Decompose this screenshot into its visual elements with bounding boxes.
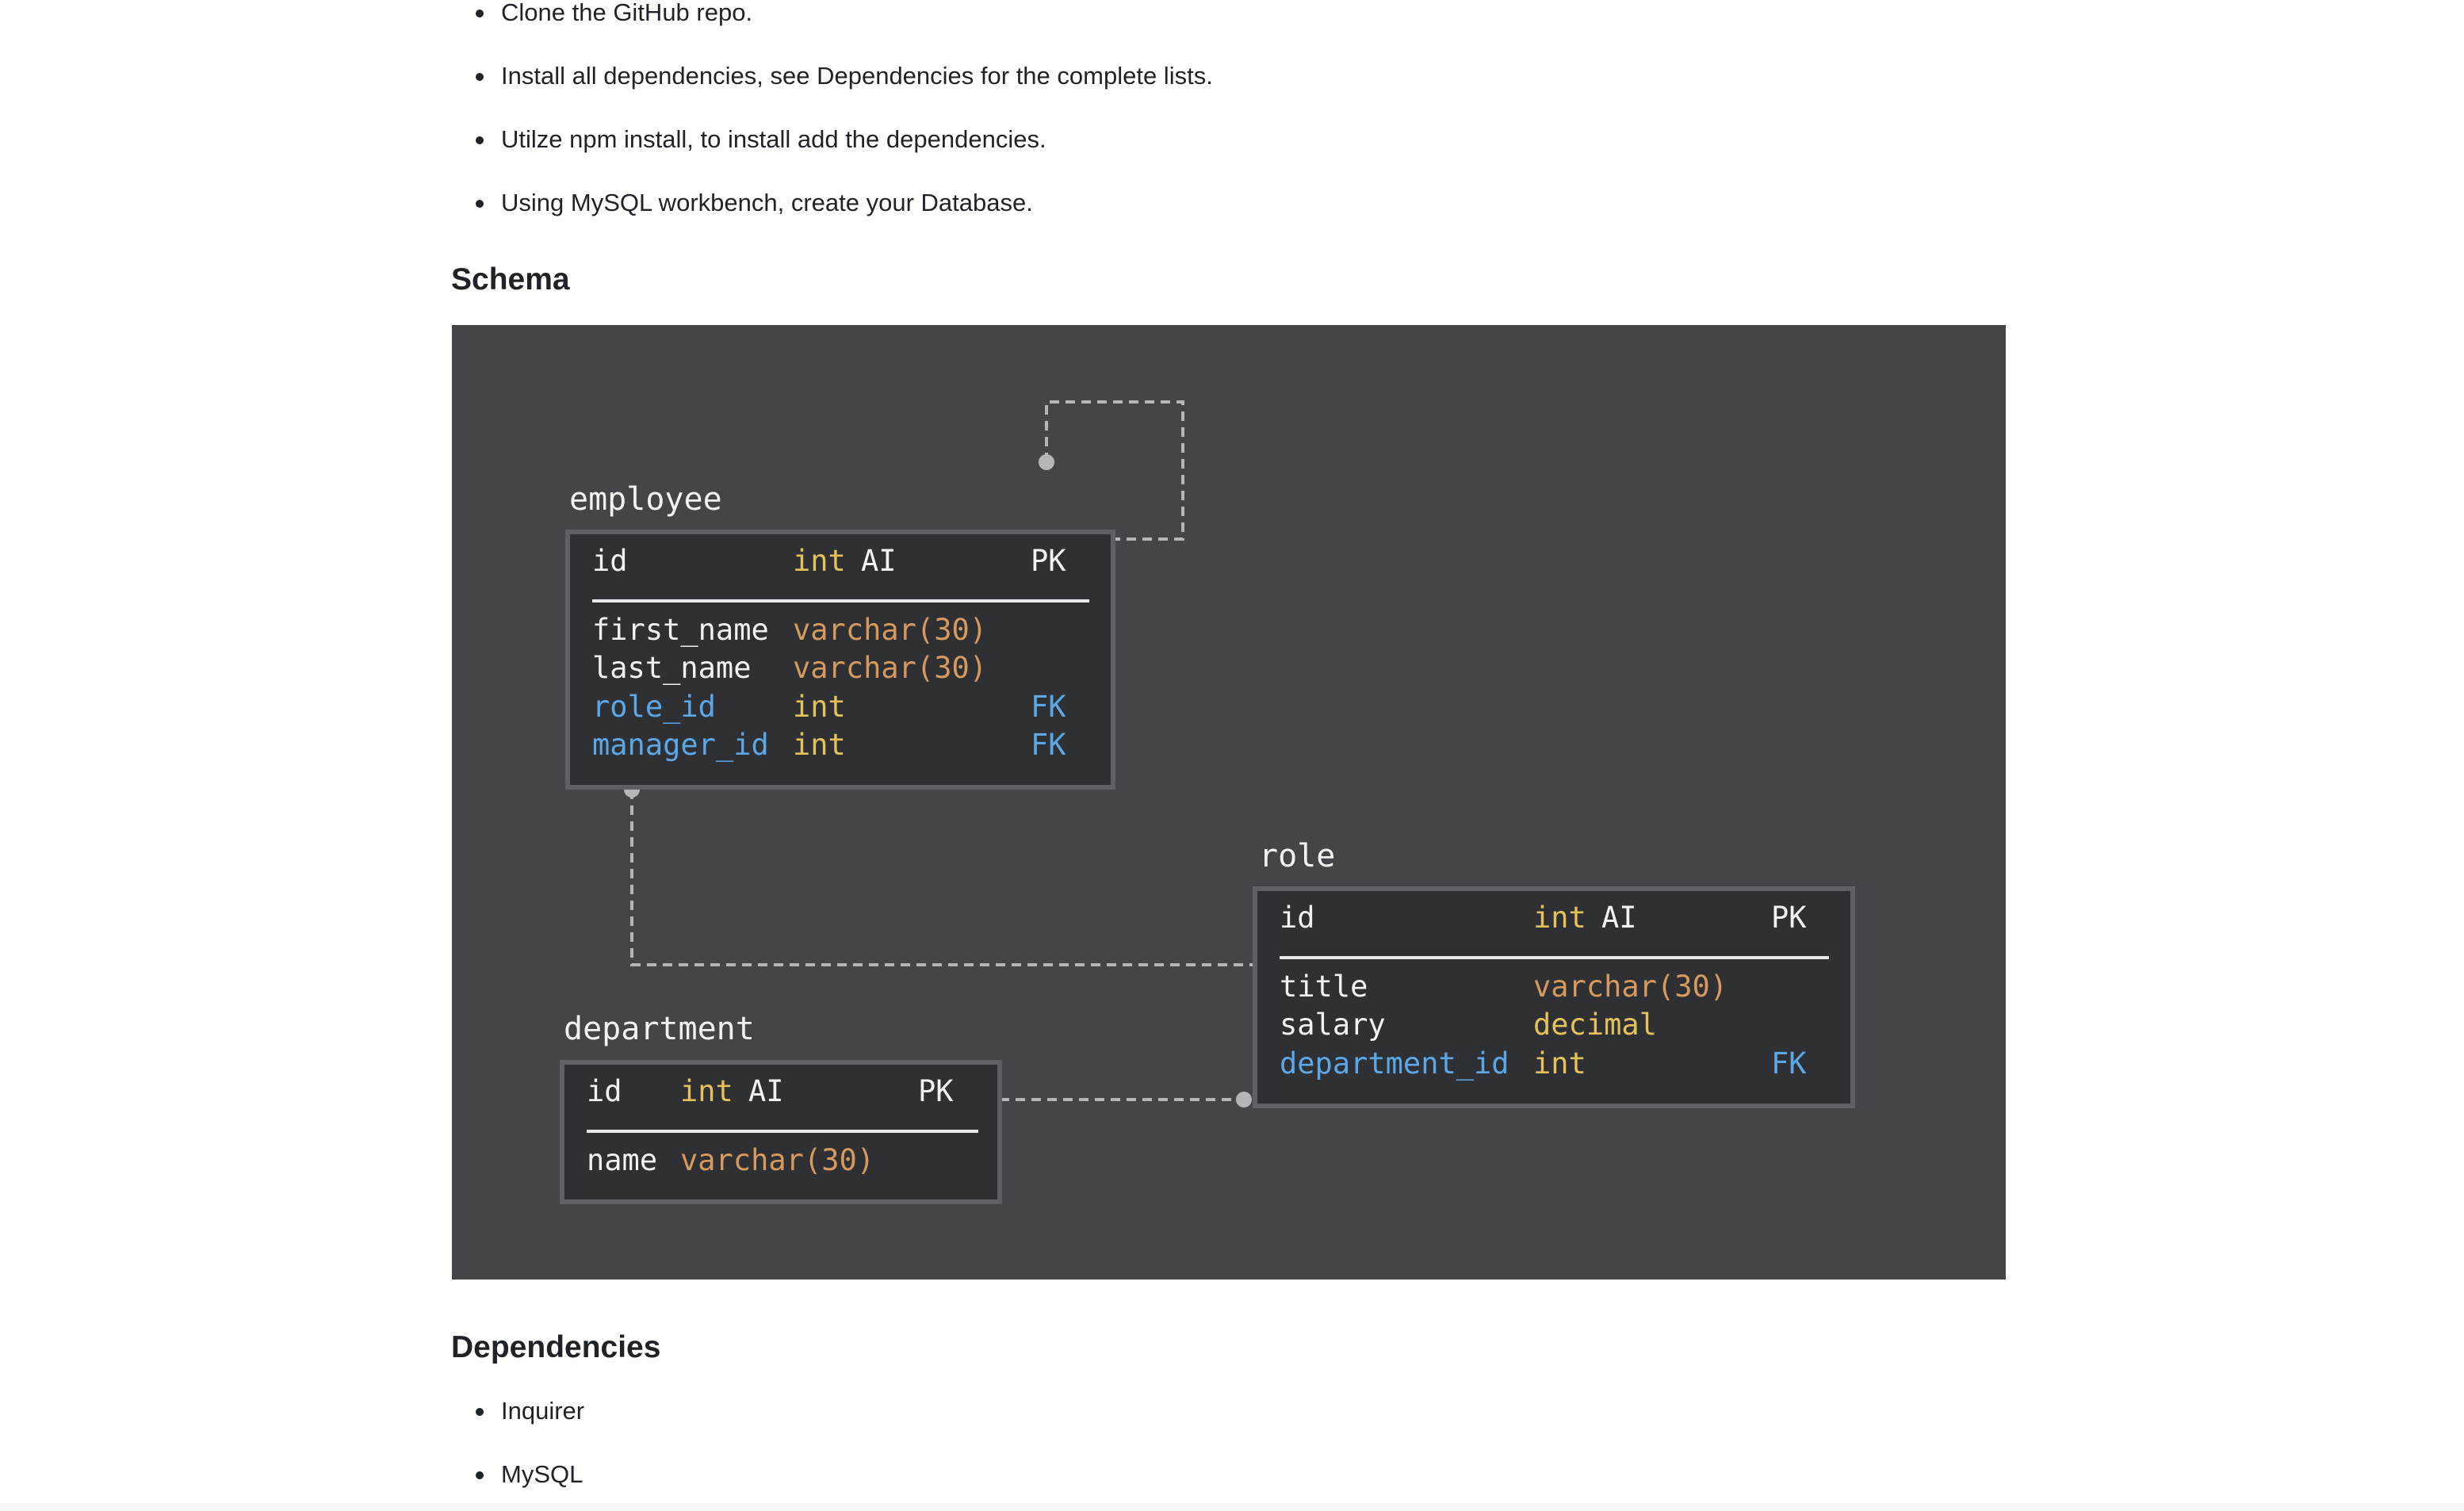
column-name: first_name: [592, 613, 769, 647]
schema-diagram: employee id int AI PK first_name varchar…: [452, 325, 2006, 1280]
column-type: int: [680, 1074, 733, 1108]
column-extra: AI: [861, 544, 897, 578]
dependencies-heading: Dependencies: [451, 1330, 661, 1364]
key-label: FK: [1771, 1046, 1807, 1081]
column-type: varchar(30): [793, 651, 988, 685]
list-item: Clone the GitHub repo.: [476, 0, 753, 27]
column-extra: AI: [748, 1074, 784, 1108]
key-label: FK: [1031, 690, 1066, 724]
column-type: int: [793, 544, 846, 578]
employee-table-title: employee: [569, 481, 722, 518]
column-type: varchar(30): [793, 613, 988, 647]
department-table-title: department: [564, 1011, 755, 1047]
key-label: FK: [1031, 728, 1066, 762]
list-item-text: Install all dependencies, see Dependenci…: [501, 62, 1213, 90]
list-item: Utilze npm install, to install add the d…: [476, 125, 1046, 154]
column-name: title: [1280, 970, 1368, 1004]
list-item-text: MySQL: [501, 1460, 583, 1488]
key-label: PK: [1771, 901, 1807, 935]
column-name: id: [592, 544, 628, 578]
list-item: MySQL: [476, 1460, 583, 1489]
column-extra: AI: [1601, 901, 1637, 935]
list-item-text: Utilze npm install, to install add the d…: [501, 125, 1046, 153]
column-name: role_id: [592, 690, 716, 724]
bullet-icon: [476, 1471, 484, 1479]
column-type: decimal: [1533, 1008, 1657, 1042]
role-connector-dot: [1236, 1092, 1252, 1107]
column-type: varchar(30): [680, 1143, 875, 1177]
key-label: PK: [918, 1074, 954, 1108]
schema-heading: Schema: [451, 262, 570, 296]
bullet-icon: [476, 1408, 484, 1416]
column-name: manager_id: [592, 728, 769, 762]
manager-self-reference-line: [1045, 400, 1184, 541]
employee-table: id int AI PK first_name varchar(30) last…: [565, 530, 1115, 790]
column-name: id: [1280, 901, 1315, 935]
column-name: last_name: [592, 651, 752, 685]
header-separator: [592, 599, 1089, 602]
employee-role-line: [630, 790, 1253, 966]
column-type: int: [793, 690, 846, 724]
bullet-icon: [476, 73, 484, 81]
column-type: int: [1533, 901, 1586, 935]
column-type: int: [1533, 1046, 1586, 1081]
list-item: Using MySQL workbench, create your Datab…: [476, 189, 1033, 217]
role-table-title: role: [1259, 838, 1336, 874]
key-label: PK: [1031, 544, 1066, 578]
manager-connector-dot: [1039, 454, 1054, 470]
list-item-text: Inquirer: [501, 1397, 585, 1425]
bullet-icon: [476, 10, 484, 17]
list-item-text: Clone the GitHub repo.: [501, 0, 753, 26]
role-table: id int AI PK title varchar(30) salary de…: [1253, 886, 1855, 1108]
list-item: Inquirer: [476, 1397, 585, 1425]
column-name: id: [587, 1074, 622, 1108]
page-bottom-edge: [0, 1503, 2464, 1511]
column-type: int: [793, 728, 846, 762]
list-item-text: Using MySQL workbench, create your Datab…: [501, 189, 1033, 216]
column-name: name: [587, 1143, 658, 1177]
department-table: id int AI PK name varchar(30): [560, 1060, 1002, 1204]
column-name: salary: [1280, 1008, 1386, 1042]
bullet-icon: [476, 136, 484, 144]
bullet-icon: [476, 200, 484, 208]
column-type: varchar(30): [1533, 970, 1728, 1004]
list-item: Install all dependencies, see Dependenci…: [476, 62, 1213, 90]
header-separator: [1280, 956, 1829, 959]
header-separator: [587, 1130, 978, 1133]
column-name: department_id: [1280, 1046, 1509, 1081]
